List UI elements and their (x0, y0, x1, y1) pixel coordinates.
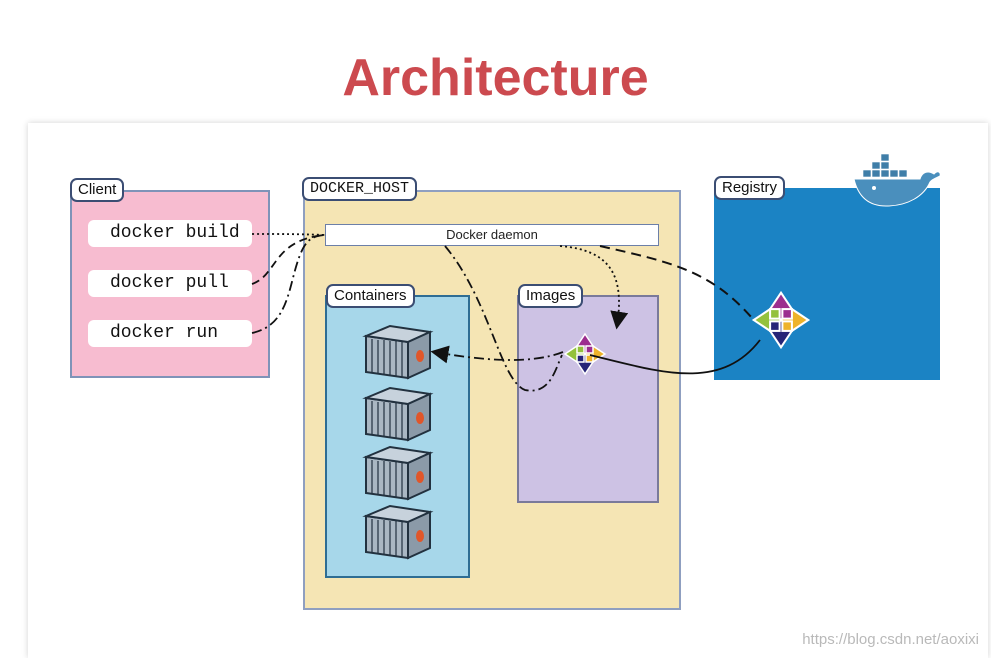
docker-build-command: docker build (88, 220, 252, 247)
run-image-container-arrow (430, 345, 564, 364)
build-line (251, 233, 326, 236)
images-label: Images (518, 284, 584, 308)
container-icon-1 (362, 324, 434, 380)
run-line (251, 234, 326, 334)
docker-run-command: docker run (88, 320, 252, 347)
page-title: Architecture (342, 49, 649, 107)
container-icon-3 (362, 445, 434, 501)
containers-label: Containers (326, 284, 415, 308)
docker-daemon-bar: Docker daemon (325, 224, 659, 246)
build-arrow (559, 245, 629, 330)
centos-registry-icon (751, 290, 811, 350)
centos-image-icon (563, 332, 607, 376)
docker-whale-icon (853, 153, 941, 207)
pull-to-registry-line (599, 245, 753, 319)
watermark: https://blog.csdn.net/aoxixi (802, 631, 979, 648)
client-label: Client (70, 178, 125, 202)
registry-image-line (589, 339, 761, 375)
registry-label: Registry (714, 176, 786, 200)
container-icon-2 (362, 386, 434, 442)
registry-panel (714, 188, 940, 380)
docker-host-label: DOCKER_HOST (302, 177, 418, 201)
run-daemon-image-line (444, 245, 563, 392)
container-icon-4 (362, 504, 434, 560)
docker-pull-command: docker pull (88, 270, 252, 297)
pull-line (251, 234, 326, 285)
images-panel (517, 295, 659, 503)
